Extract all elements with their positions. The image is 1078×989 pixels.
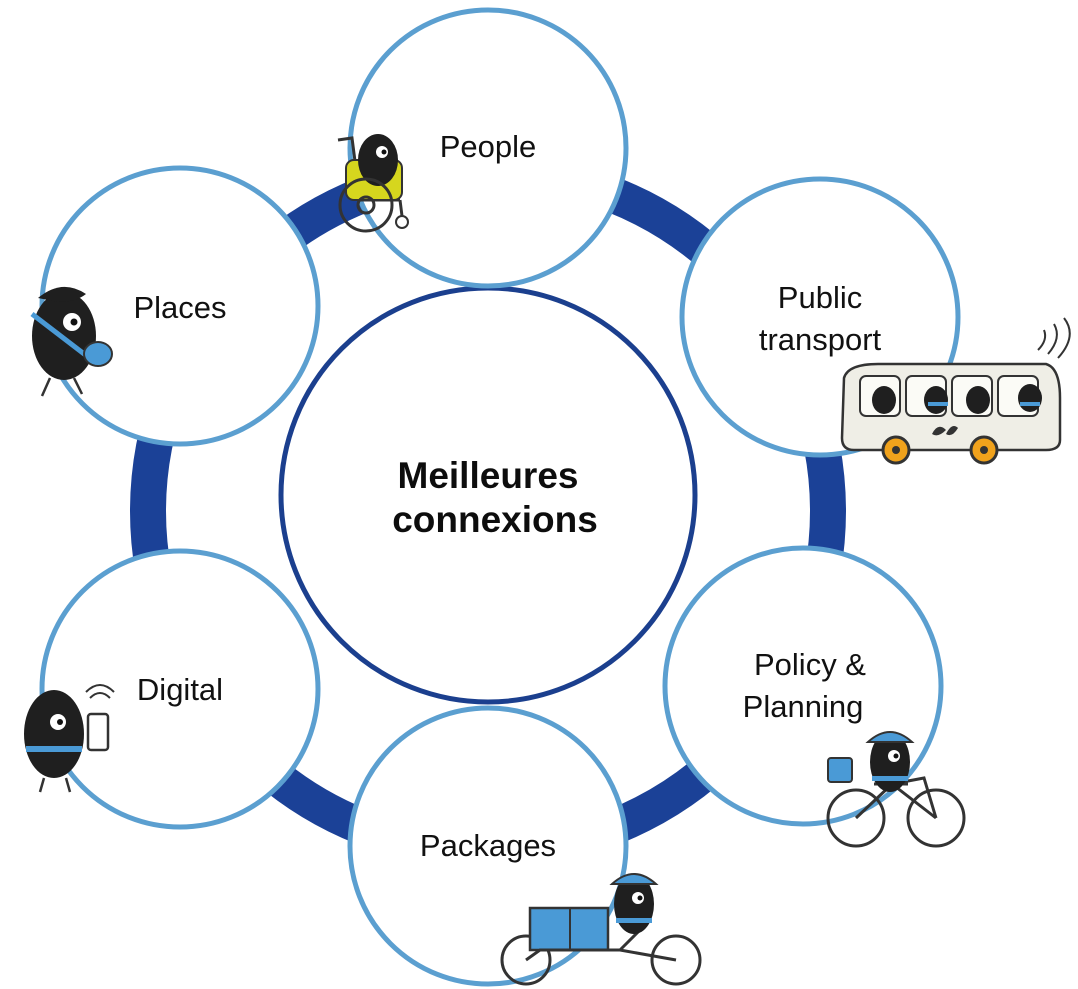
center-label-line1: Meilleures	[398, 455, 579, 496]
node-label-line1: Public	[778, 280, 862, 315]
center-node: Meilleures connexions	[278, 285, 698, 705]
wheelchair-user-icon	[337, 134, 409, 233]
node-people: People	[347, 7, 629, 289]
node-label-line2: transport	[759, 322, 882, 357]
bus-icon	[840, 317, 1071, 465]
node-label-line2: Planning	[743, 689, 864, 724]
node-circle	[347, 7, 629, 289]
node-label-line1: Policy &	[754, 647, 866, 682]
node-label: People	[440, 129, 537, 164]
node-digital: Digital	[39, 548, 321, 830]
node-label: Places	[133, 290, 226, 325]
walker-with-bag-icon	[30, 286, 113, 397]
node-label: Packages	[420, 828, 556, 863]
node-label: Digital	[137, 672, 223, 707]
bicycle-rider-icon	[826, 731, 966, 848]
center-label-line2: connexions	[392, 499, 598, 540]
phone-user-icon	[24, 684, 115, 793]
cargo-bike-icon	[500, 873, 702, 986]
node-circle	[39, 548, 321, 830]
